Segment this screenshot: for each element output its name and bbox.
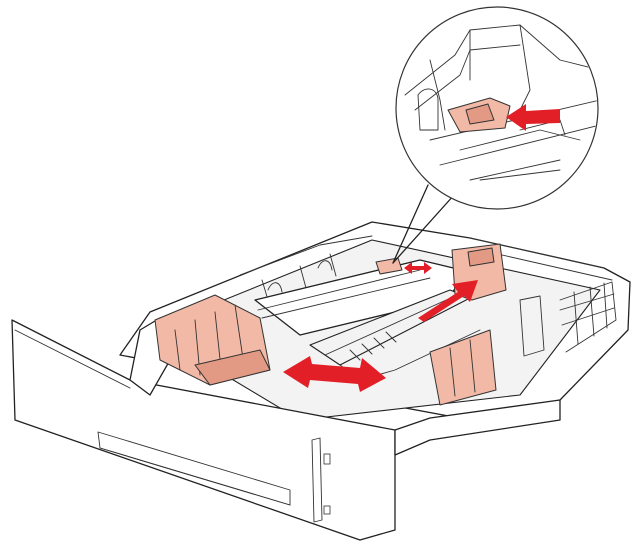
red-arrow-diagonal: [418, 280, 478, 322]
adjust-arrows: [283, 262, 478, 392]
red-double-arrow: [404, 262, 432, 274]
magnified-detail-circle: [395, 6, 599, 210]
paper-guides: [154, 243, 507, 406]
red-double-arrow-horizontal: [283, 356, 386, 392]
paper-tray: [11, 221, 631, 541]
red-arrow-left: [506, 104, 560, 131]
